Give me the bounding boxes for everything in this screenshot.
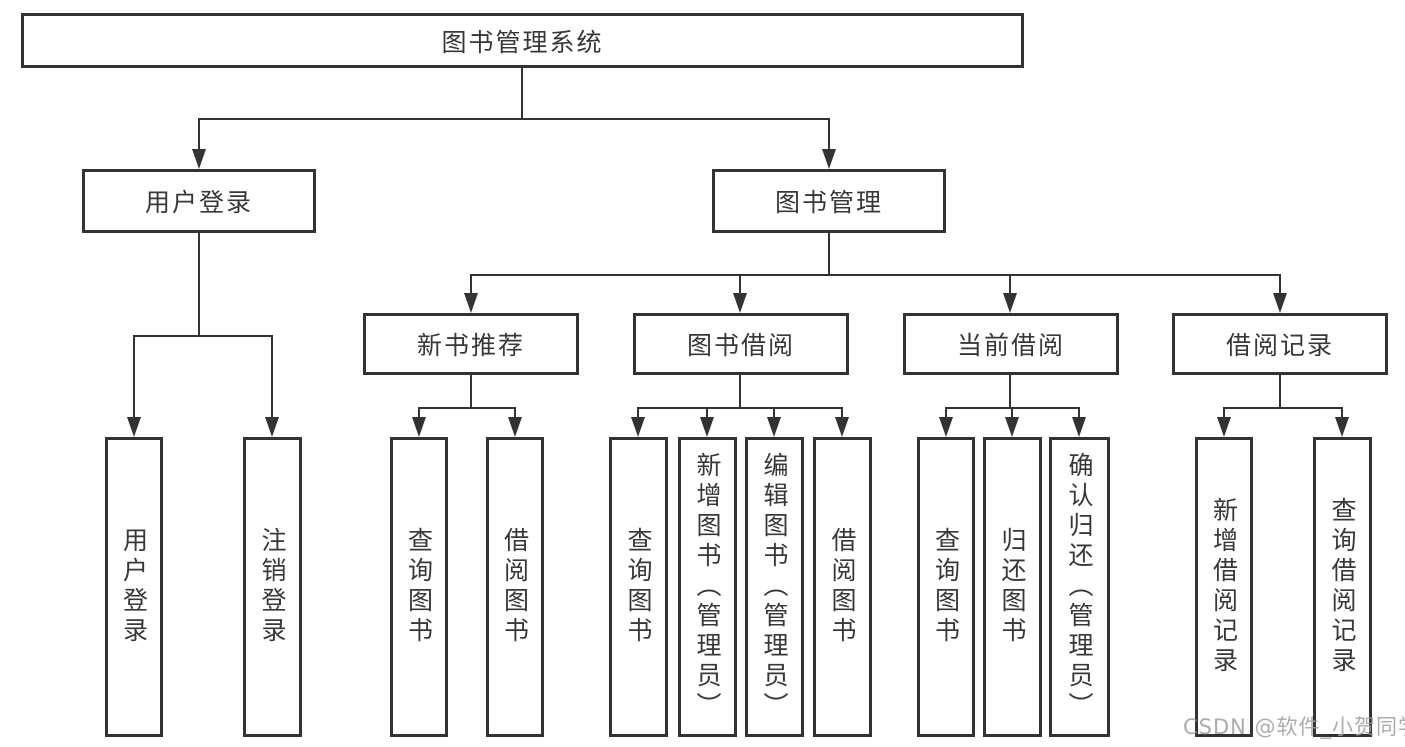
arrow-down-user-login bbox=[192, 149, 206, 169]
leaf-recommend-borrow-book: 借阅图书 bbox=[486, 437, 544, 737]
node-user-login-label: 用户登录 bbox=[144, 188, 253, 217]
node-borrow-records-label: 借阅记录 bbox=[1225, 331, 1334, 360]
node-new-book-recommend-label: 新书推荐 bbox=[416, 331, 525, 360]
leaf-borrow-query-book-label: 查询图书 bbox=[624, 527, 653, 647]
arrow-down bbox=[835, 417, 849, 437]
leaf-logout-label: 注销登录 bbox=[258, 527, 287, 647]
arrow-down-leaf-logout bbox=[265, 417, 279, 437]
leaf-current-query-book: 查询图书 bbox=[917, 437, 975, 737]
arrow-down bbox=[1005, 417, 1019, 437]
connector-drop bbox=[1223, 407, 1225, 419]
leaf-borrow-add-book-admin: 新增图书（管理员） bbox=[678, 437, 737, 737]
leaf-borrow-borrow-book-label: 借阅图书 bbox=[828, 527, 857, 647]
connector-drop-leaf-logout bbox=[271, 335, 273, 419]
node-user-login: 用户登录 bbox=[82, 169, 316, 233]
connector-mgmt-stem bbox=[828, 233, 830, 276]
arrow-down bbox=[631, 417, 645, 437]
arrow-down bbox=[412, 417, 426, 437]
leaf-current-return-book-label: 归还图书 bbox=[998, 527, 1027, 647]
node-current-borrow: 当前借阅 bbox=[903, 313, 1119, 375]
connector-drop bbox=[841, 407, 843, 419]
leaf-borrow-edit-book-admin-label: 编辑图书（管理员） bbox=[760, 452, 789, 722]
connector-recommend-bar bbox=[418, 407, 516, 409]
leaf-borrow-query-book: 查询图书 bbox=[609, 437, 668, 737]
connector-drop bbox=[773, 407, 775, 419]
connector-drop bbox=[1078, 407, 1080, 419]
leaf-recommend-query-book: 查询图书 bbox=[390, 437, 448, 737]
leaf-recommend-borrow-book-label: 借阅图书 bbox=[500, 527, 530, 647]
arrow-down bbox=[508, 417, 522, 437]
connector-recommend-stem bbox=[470, 375, 472, 409]
node-new-book-recommend: 新书推荐 bbox=[363, 313, 579, 375]
leaf-current-confirm-return-admin: 确认归还（管理员） bbox=[1049, 437, 1110, 737]
leaf-recommend-query-book-label: 查询图书 bbox=[404, 527, 434, 647]
arrow-down-current bbox=[1003, 293, 1017, 313]
arrow-down bbox=[939, 417, 953, 437]
node-root: 图书管理系统 bbox=[21, 13, 1024, 68]
connector-drop-recommend bbox=[470, 274, 472, 295]
node-root-label: 图书管理系统 bbox=[441, 27, 604, 57]
leaf-borrow-borrow-book: 借阅图书 bbox=[813, 437, 872, 737]
connector-mgmt-bar bbox=[470, 274, 1281, 276]
connector-login-bar bbox=[133, 335, 273, 337]
arrow-down-leaf-login bbox=[127, 417, 141, 437]
connector-drop-records bbox=[1279, 274, 1281, 295]
connector-records-stem bbox=[1279, 375, 1281, 409]
connector-drop-current bbox=[1009, 274, 1011, 295]
arrow-down-records bbox=[1273, 293, 1287, 313]
arrow-down bbox=[1335, 417, 1349, 437]
connector-drop bbox=[945, 407, 947, 419]
leaf-records-query-record: 查询借阅记录 bbox=[1313, 437, 1372, 737]
leaf-records-add-record-label: 新增借阅记录 bbox=[1209, 497, 1239, 677]
connector-drop bbox=[418, 407, 420, 419]
connector-drop-book-management bbox=[828, 118, 830, 151]
connector-drop-borrow bbox=[739, 274, 741, 295]
connector-borrow-bar bbox=[637, 407, 843, 409]
node-current-borrow-label: 当前借阅 bbox=[956, 331, 1065, 360]
node-book-borrow: 图书借阅 bbox=[633, 313, 849, 375]
leaf-current-confirm-return-admin-label: 确认归还（管理员） bbox=[1065, 452, 1094, 722]
connector-drop bbox=[1011, 407, 1013, 419]
connector-current-stem bbox=[1009, 375, 1011, 409]
leaf-borrow-edit-book-admin: 编辑图书（管理员） bbox=[745, 437, 804, 737]
node-book-management-label: 图书管理 bbox=[774, 188, 883, 217]
arrow-down-borrow bbox=[733, 293, 747, 313]
leaf-user-login-label: 用户登录 bbox=[119, 527, 149, 647]
connector-drop bbox=[706, 407, 708, 419]
leaf-user-login: 用户登录 bbox=[105, 437, 163, 737]
connector-login-stem bbox=[198, 233, 200, 337]
connector-root-bar bbox=[198, 118, 830, 120]
arrow-down-book-management bbox=[822, 149, 836, 169]
connector-borrow-stem bbox=[739, 375, 741, 409]
watermark: CSDN @软件_小贺同学 bbox=[1183, 715, 1405, 739]
connector-drop bbox=[637, 407, 639, 419]
arrow-down bbox=[1072, 417, 1086, 437]
connector-records-bar bbox=[1223, 407, 1343, 409]
connector-drop-user-login bbox=[198, 118, 200, 151]
node-book-borrow-label: 图书借阅 bbox=[686, 331, 795, 360]
arrow-down-recommend bbox=[464, 293, 478, 313]
leaf-borrow-add-book-admin-label: 新增图书（管理员） bbox=[693, 452, 722, 722]
connector-drop bbox=[514, 407, 516, 419]
arrow-down bbox=[700, 417, 714, 437]
leaf-current-return-book: 归还图书 bbox=[983, 437, 1042, 737]
node-borrow-records: 借阅记录 bbox=[1172, 313, 1388, 375]
leaf-records-query-record-label: 查询借阅记录 bbox=[1328, 497, 1357, 677]
leaf-current-query-book-label: 查询图书 bbox=[931, 527, 961, 647]
leaf-records-add-record: 新增借阅记录 bbox=[1195, 437, 1253, 737]
connector-drop bbox=[1341, 407, 1343, 419]
connector-root-stem bbox=[521, 68, 523, 118]
node-book-management: 图书管理 bbox=[712, 169, 946, 233]
arrow-down bbox=[1217, 417, 1231, 437]
connector-drop-leaf-login bbox=[133, 335, 135, 419]
leaf-logout: 注销登录 bbox=[243, 437, 302, 737]
arrow-down bbox=[767, 417, 781, 437]
